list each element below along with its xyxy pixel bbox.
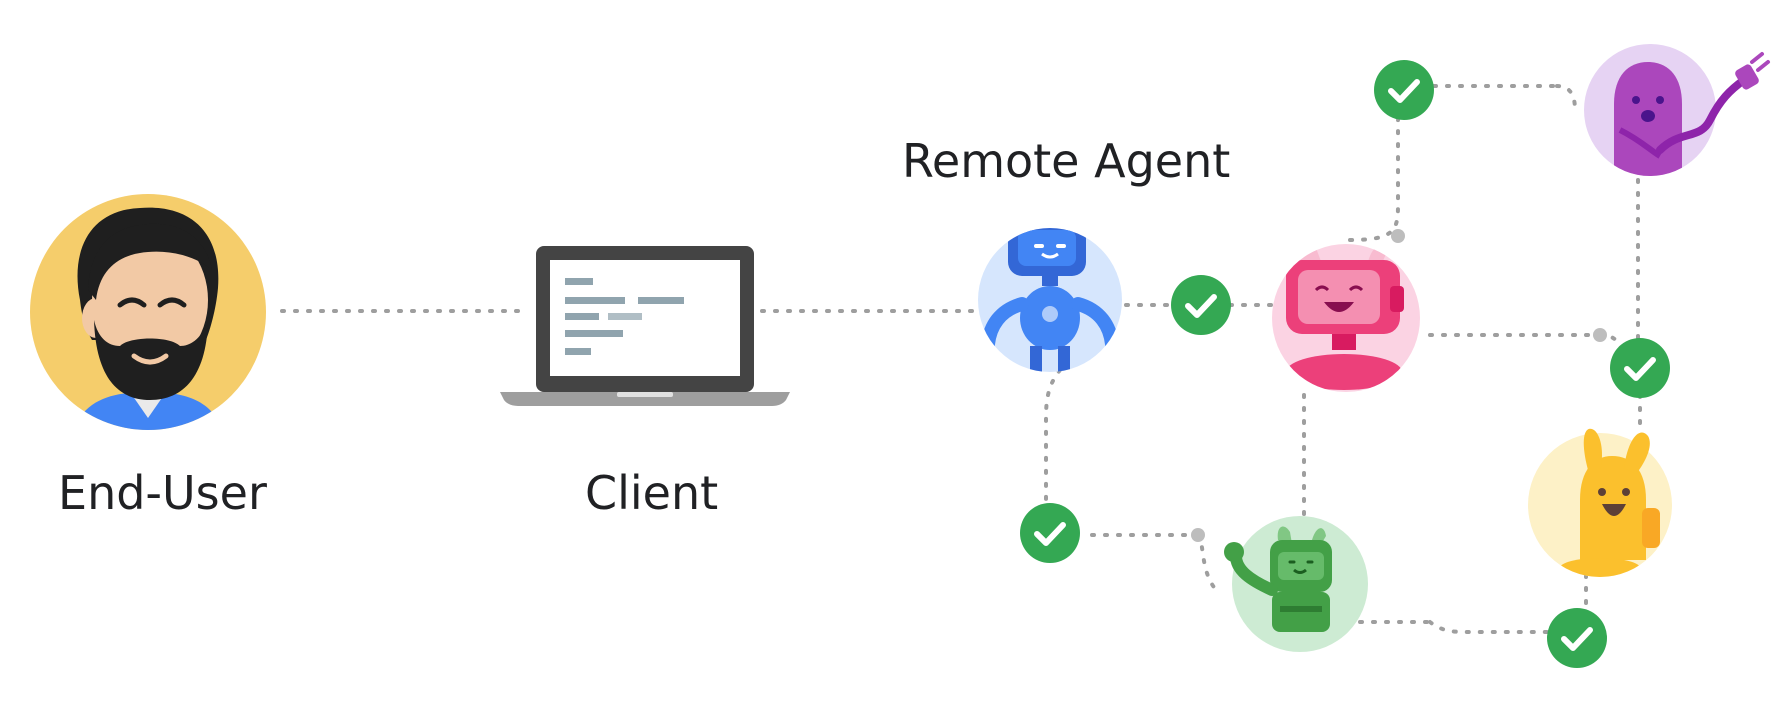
check-circle-icon — [1610, 338, 1670, 398]
remote-agent-robot-icon — [978, 228, 1122, 372]
end-user-avatar-icon — [30, 194, 266, 430]
check-circle-icon — [1547, 608, 1607, 668]
client-label: Client — [585, 466, 719, 520]
laptop-icon — [500, 246, 790, 406]
connector-purple-check-right — [1555, 84, 1577, 112]
connector-node-1 — [1391, 229, 1405, 243]
green-robot-icon — [1224, 516, 1368, 652]
connector-bottom-join — [1428, 620, 1552, 634]
connector-node-3 — [1191, 528, 1205, 542]
connector-node-2 — [1593, 328, 1607, 342]
yellow-bunny-robot-icon — [1528, 428, 1672, 577]
pink-robot-icon — [1272, 244, 1420, 392]
connector-nodes — [1191, 229, 1607, 542]
check-circles — [1020, 60, 1670, 668]
connector-check3-green — [1196, 533, 1218, 592]
check-circle-icon — [1374, 60, 1434, 120]
check-circle-icon — [1171, 275, 1231, 335]
connector-remote-down — [1044, 368, 1062, 504]
check-circle-icon — [1020, 503, 1080, 563]
purple-ghost-plug-icon — [1584, 44, 1770, 176]
remote-agent-label: Remote Agent — [902, 134, 1231, 188]
end-user-label: End-User — [58, 466, 267, 520]
connector-pink-check-top — [1348, 118, 1400, 242]
